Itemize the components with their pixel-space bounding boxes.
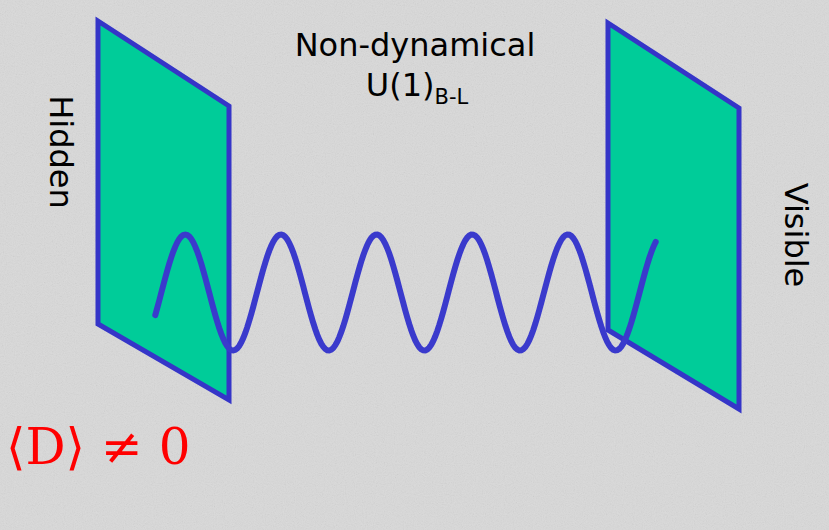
vev-condition-holder: ⟨D⟩ ≠ 0 [6, 418, 191, 476]
formula-label: ⟨D⟩ ≠ 0 [6, 418, 191, 476]
text-label: U(1) [366, 66, 435, 104]
plane-label: Visible [777, 183, 815, 288]
subscript-label: B-L [435, 85, 469, 109]
plane-node: Hidden [95, 18, 232, 403]
plane-node: Visible [605, 20, 742, 412]
brane-plane [605, 20, 742, 412]
connector-title-holder: Non-dynamical [295, 26, 536, 64]
plane-label: Hidden [42, 95, 80, 209]
text-label: Non-dynamical [295, 26, 536, 64]
plane-label-holder: Hidden [42, 95, 80, 209]
brane-plane [95, 18, 232, 403]
gauge-symbol-holder: U(1)B-L [366, 66, 468, 109]
plane-label-holder: Visible [777, 183, 815, 288]
